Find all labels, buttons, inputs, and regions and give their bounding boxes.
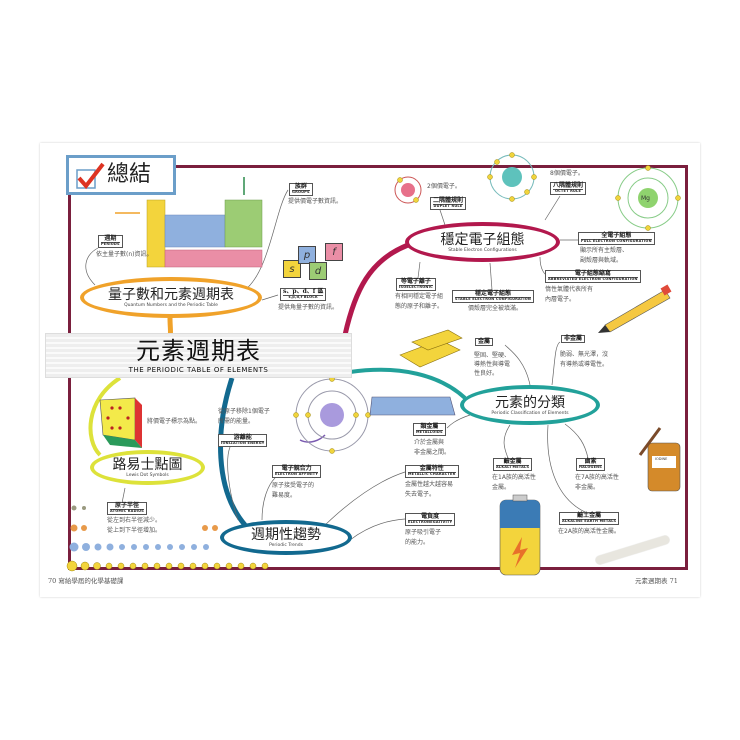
nonmetals-label: 非金屬 (561, 335, 586, 343)
pencil-illustration (598, 284, 672, 333)
gold-bars-illustration (399, 329, 463, 368)
groups-desc: 提供價電子數資訊。 (288, 198, 343, 205)
full-config-desc: 副殼層與軌域。 (580, 257, 623, 264)
metalloids-desc: 介於金屬與 (414, 439, 445, 446)
blocks-desc: 提供角量子數的資訊。 (278, 304, 339, 311)
electroneg-desc: 的能力。 (405, 539, 430, 546)
p-block-card: p (298, 246, 316, 264)
radius-desc: 從上到下半徑增加。 (107, 527, 162, 534)
metals-desc: 導熱性與導電 (474, 361, 511, 368)
stable-config-desc: 價殼層完全被填滿。 (468, 305, 523, 312)
f-block-card: f (325, 243, 343, 261)
periodic-table-graphic (115, 177, 263, 268)
solar-panel-illustration (369, 396, 456, 416)
summary-title: 總結 (66, 155, 176, 195)
affinity-desc: 難易度。 (272, 492, 297, 499)
alkali-desc: 金屬。 (492, 484, 511, 491)
duplet-note: 2個價電子。 (427, 183, 461, 190)
metalloids-desc: 非金屬之間。 (414, 449, 451, 456)
nonmetals-desc: 有導熱或導電性。 (560, 361, 609, 368)
footer-right: 元素週期表 71 (635, 577, 678, 585)
nonmetals-desc: 脆弱、無光澤，沒 (560, 351, 609, 358)
abbrev-desc: 惰性氣體代表所有 (545, 286, 594, 293)
affinity-desc: 原子接受電子的 (272, 482, 315, 489)
abbrev-desc: 內層電子。 (545, 296, 576, 303)
s-block-card: s (283, 260, 301, 278)
octet-note: 8個價電子。 (550, 170, 584, 177)
alkaline-earth-desc: 在2A族的高活性金屬。 (558, 528, 620, 535)
lewis-dot-cube (99, 397, 142, 448)
iodine-bottle-illustration (638, 427, 681, 492)
lewis-desc: 將價電子標示為點。 (147, 418, 202, 425)
metallic-desc: 失去電子。 (405, 491, 436, 498)
checkmark-icon (76, 162, 105, 190)
bone-illustration (595, 535, 670, 565)
metals-label: 金屬 (475, 338, 494, 346)
d-block-card: d (309, 262, 327, 280)
metallic-desc: 金屬性越大越容易 (405, 481, 454, 488)
radius-desc: 從左到右半徑減少。 (107, 517, 162, 524)
iso-desc: 有相同穩定電子組 (395, 293, 444, 300)
metals-desc: 性良好。 (474, 370, 499, 377)
battery-illustration (499, 494, 541, 576)
iodine-label: IODINE (655, 457, 668, 461)
halogens-desc: 非金屬。 (575, 484, 600, 491)
ionization-desc: 所需的能量。 (218, 418, 255, 425)
periods-desc: 依主量子數(n)資訊。 (96, 251, 153, 258)
alkali-desc: 在1A族的高活性 (492, 474, 536, 481)
iso-desc: 態的原子和離子。 (395, 303, 444, 310)
halogens-desc: 在7A族的高活性 (575, 474, 619, 481)
footer-left: 70 寫給學屆的化學基礎課 (48, 577, 124, 585)
electroneg-desc: 原子吸引電子 (405, 529, 442, 536)
metals-desc: 堅固、堅硬、 (474, 352, 511, 359)
mg-symbol: Mg (641, 195, 650, 202)
ionization-desc: 從原子移除1個電子 (218, 408, 270, 415)
full-config-desc: 顯示所有主殼層、 (580, 247, 629, 254)
atomic-radius-dots (66, 505, 269, 572)
